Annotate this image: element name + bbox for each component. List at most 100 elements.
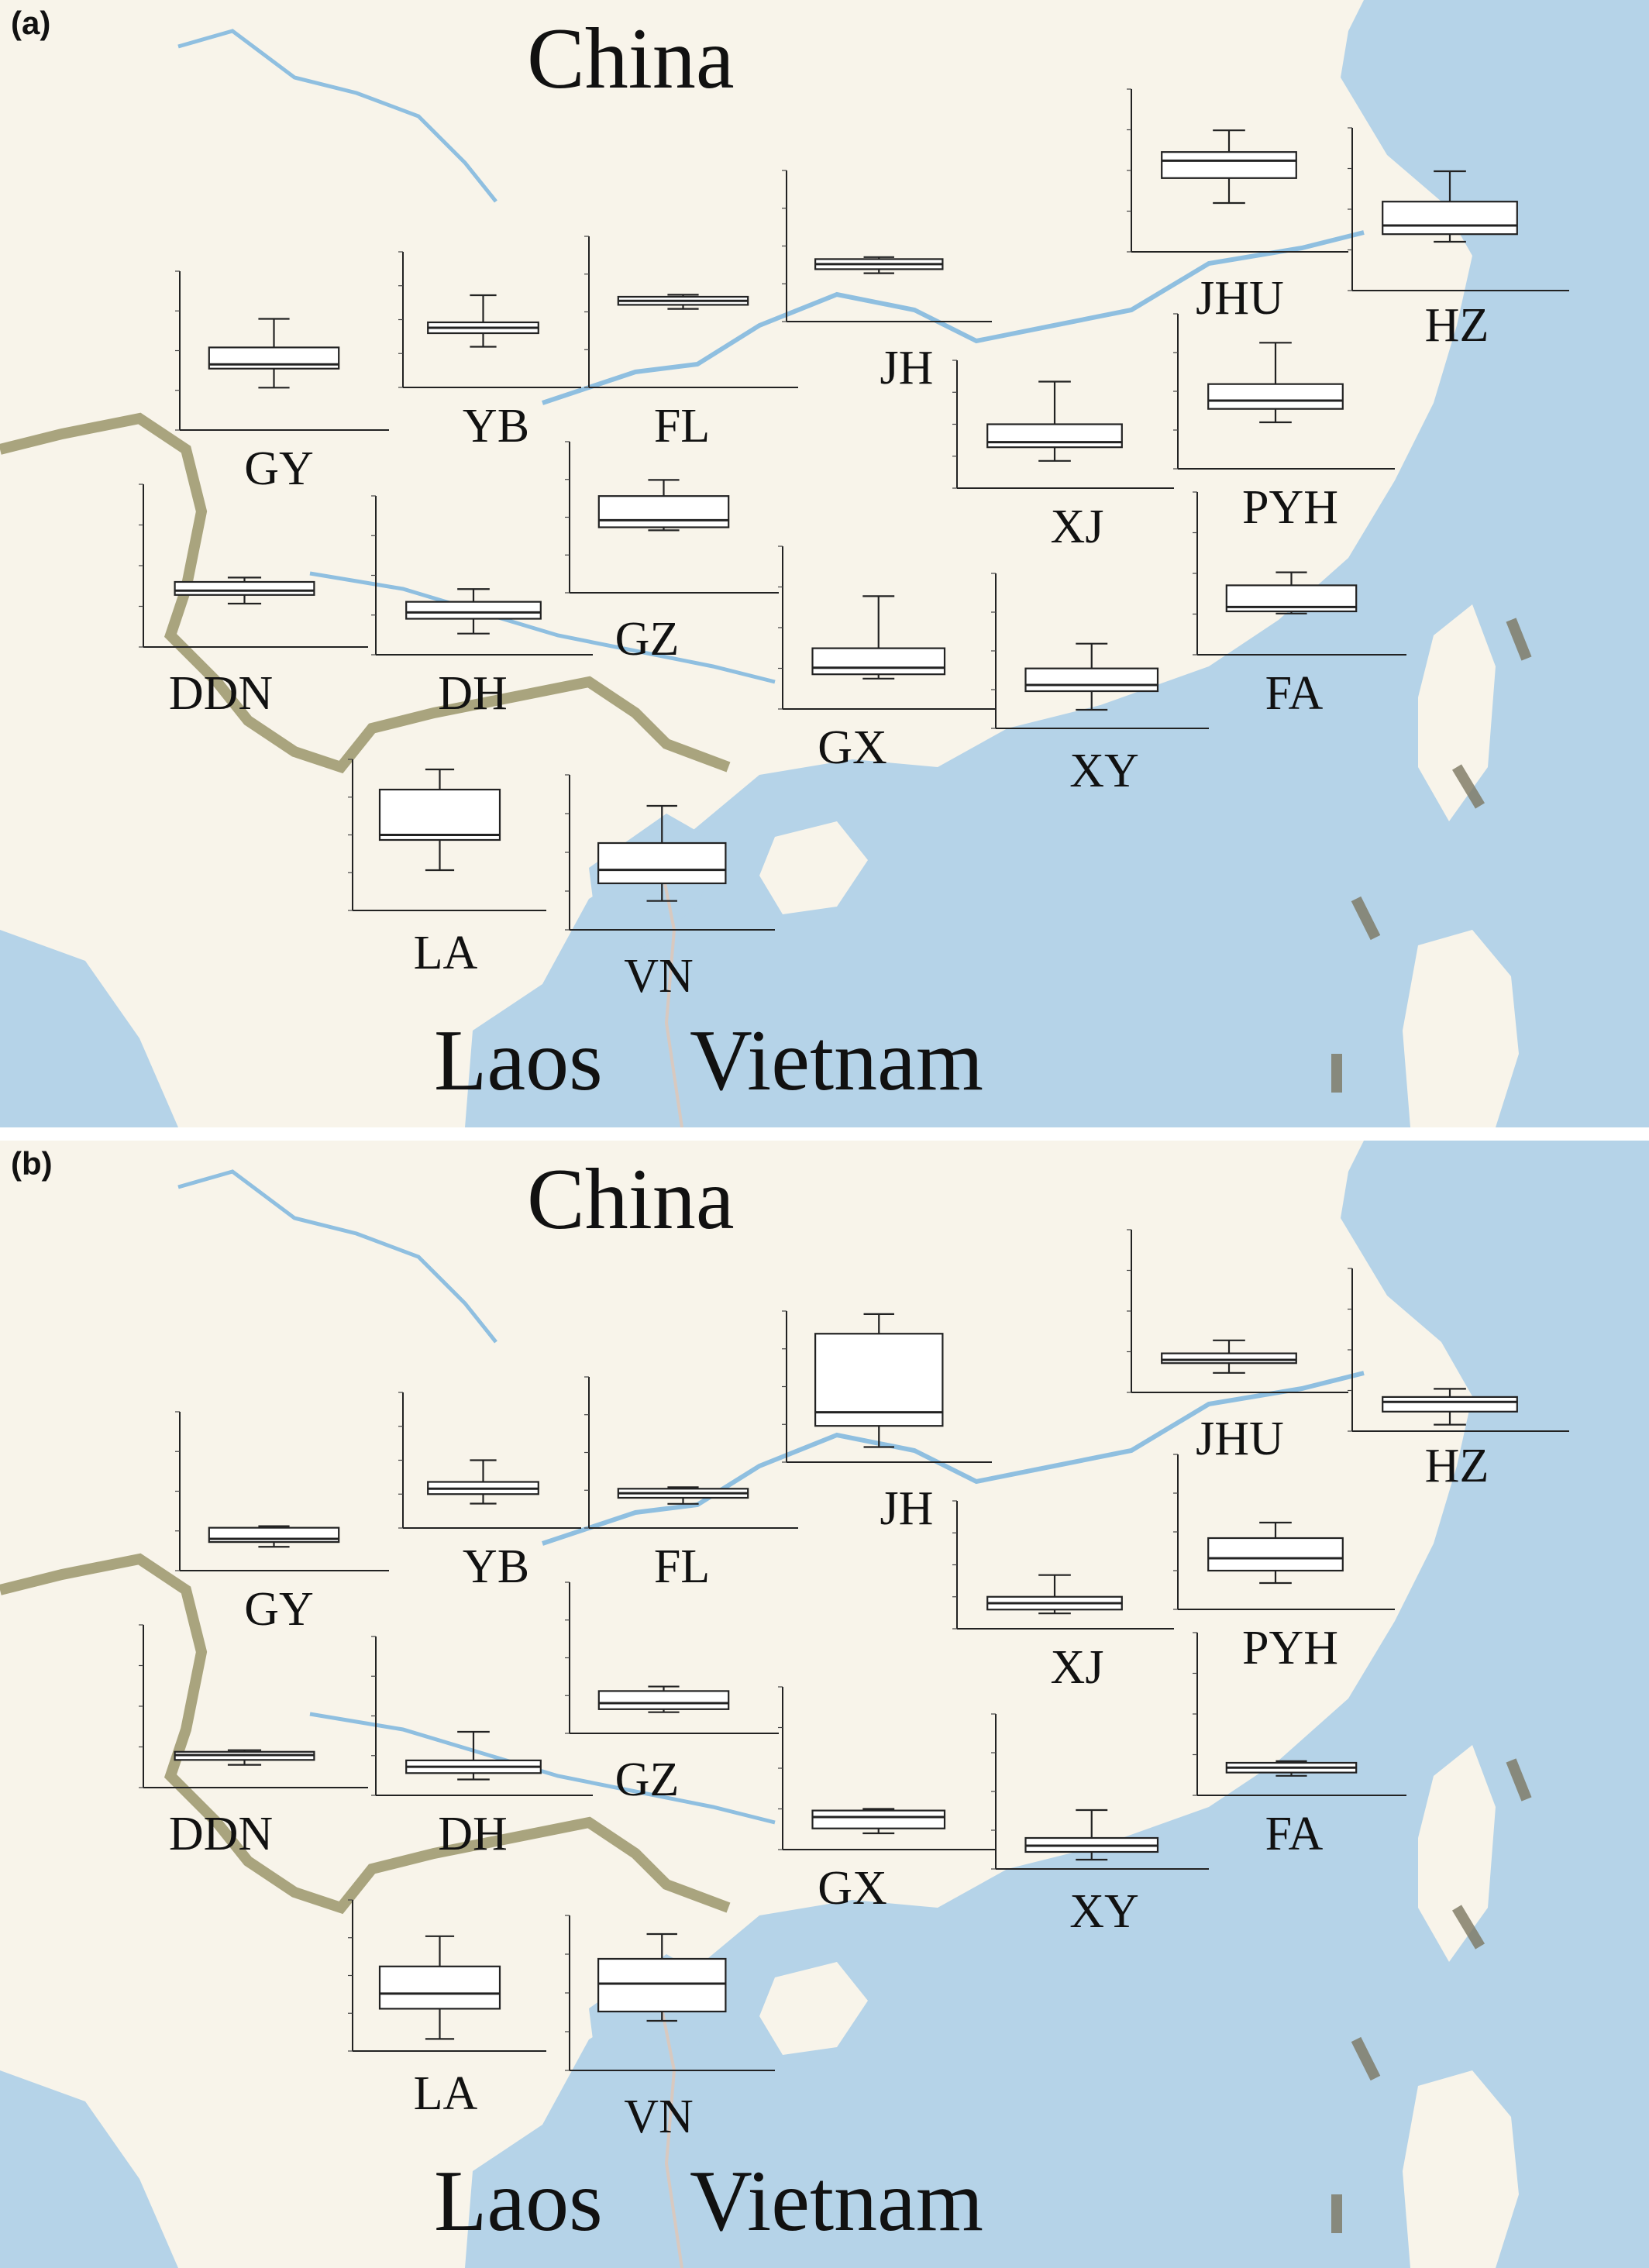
boxplot-gy bbox=[175, 270, 389, 431]
dashed-boundary bbox=[1331, 618, 1532, 1093]
site-label-dh: DH bbox=[438, 1808, 508, 1860]
boxplot-xj bbox=[952, 360, 1174, 489]
island-luzon bbox=[1403, 930, 1519, 1127]
site-label-la: LA bbox=[413, 2067, 478, 2120]
box-iqr bbox=[597, 1690, 730, 1710]
island-hainan bbox=[759, 821, 868, 914]
plot-area bbox=[348, 1899, 546, 2052]
plot-area bbox=[139, 484, 368, 648]
box-iqr bbox=[1382, 201, 1518, 236]
site-label-jhu: JHU bbox=[1196, 272, 1284, 325]
map-background bbox=[0, 0, 1649, 1127]
plot-area bbox=[1127, 1229, 1348, 1393]
plot-area bbox=[348, 759, 546, 911]
boxplot-gx bbox=[778, 545, 996, 710]
boxplot-jh bbox=[782, 1310, 992, 1463]
plot-area bbox=[1348, 1268, 1569, 1432]
plot-area bbox=[782, 1310, 992, 1463]
boxplot-gy bbox=[175, 1411, 389, 1571]
plot-area bbox=[584, 1376, 798, 1529]
province-line bbox=[657, 1992, 683, 2268]
box-iqr bbox=[597, 495, 730, 528]
plot-area bbox=[1127, 88, 1348, 253]
site-label-xy: XY bbox=[1069, 745, 1139, 797]
dashed-boundary bbox=[1331, 1758, 1532, 2233]
plot-area bbox=[952, 1500, 1174, 1630]
boxplot-xy bbox=[991, 1713, 1209, 1870]
site-label-pyh: PYH bbox=[1241, 481, 1339, 534]
plot-area bbox=[565, 1581, 779, 1734]
site-label-vn: VN bbox=[624, 2091, 694, 2143]
boxplot-pyh bbox=[1173, 1454, 1395, 1610]
panel-label: (a) bbox=[11, 5, 51, 41]
boxplot-hz bbox=[1348, 127, 1569, 291]
plot-area bbox=[1173, 1454, 1395, 1610]
plot-area bbox=[565, 1915, 775, 2071]
plot-area bbox=[1173, 313, 1395, 470]
box-iqr bbox=[405, 601, 542, 620]
boxplot-pyh bbox=[1173, 313, 1395, 470]
boxplot-vn bbox=[565, 1915, 775, 2071]
plot-area bbox=[565, 774, 775, 931]
box-iqr bbox=[1161, 1352, 1297, 1365]
boxplot-xj bbox=[952, 1500, 1174, 1630]
boxplot-ddn bbox=[139, 484, 368, 648]
plot-area bbox=[175, 270, 389, 431]
site-label-fa: FA bbox=[1265, 1808, 1324, 1860]
sea bbox=[465, 0, 1649, 1127]
site-label-gx: GX bbox=[818, 721, 887, 774]
boxplot-fl bbox=[584, 236, 798, 388]
boxplot-fl bbox=[584, 1376, 798, 1529]
plot-area bbox=[782, 170, 992, 322]
island-taiwan bbox=[1418, 1745, 1496, 1962]
country-label-laos: Laos bbox=[434, 1013, 603, 1109]
site-label-hz: HZ bbox=[1424, 299, 1489, 352]
box-iqr bbox=[597, 841, 727, 885]
site-label-vn: VN bbox=[624, 950, 694, 1003]
boxplot-fa bbox=[1193, 491, 1406, 656]
box-iqr bbox=[174, 580, 315, 596]
panel-label: (b) bbox=[11, 1145, 53, 1182]
box-iqr bbox=[986, 423, 1123, 449]
sea-west bbox=[0, 2070, 178, 2268]
plot-area bbox=[1193, 1632, 1406, 1796]
box-iqr bbox=[1207, 383, 1344, 410]
boxplot-dh bbox=[371, 495, 593, 656]
plot-area bbox=[778, 545, 996, 710]
map-background bbox=[0, 1141, 1649, 2268]
boxplot-ddn bbox=[139, 1624, 368, 1788]
site-label-dh: DH bbox=[438, 667, 508, 720]
plot-area bbox=[139, 1624, 368, 1788]
river-north bbox=[177, 29, 497, 203]
site-label-jhu: JHU bbox=[1196, 1413, 1284, 1465]
boxplot-gz bbox=[565, 1581, 779, 1734]
river-pearl bbox=[309, 571, 776, 684]
site-label-gz: GZ bbox=[615, 1753, 680, 1806]
site-label-gx: GX bbox=[818, 1862, 887, 1915]
boxplot-la bbox=[348, 759, 546, 911]
river-yangtze bbox=[542, 1371, 1365, 1546]
river-north bbox=[177, 1169, 497, 1344]
province-line bbox=[657, 852, 683, 1127]
sea bbox=[465, 1141, 1649, 2268]
site-label-xj: XJ bbox=[1050, 501, 1104, 553]
plot-area bbox=[398, 251, 581, 388]
site-label-gy: GY bbox=[244, 1583, 314, 1636]
boxplot-jhu bbox=[1127, 88, 1348, 253]
plot-area bbox=[371, 1636, 593, 1796]
country-label-china: China bbox=[527, 11, 735, 107]
boxplot-la bbox=[348, 1899, 546, 2052]
site-label-yb: YB bbox=[462, 1540, 530, 1593]
boxplot-xy bbox=[991, 573, 1209, 729]
sea-west bbox=[0, 930, 178, 1127]
country-label-china: China bbox=[527, 1151, 735, 1248]
site-label-jh: JH bbox=[880, 1482, 934, 1535]
box-iqr bbox=[811, 647, 946, 676]
box-iqr bbox=[1024, 667, 1159, 693]
plot-area bbox=[952, 360, 1174, 489]
box-iqr bbox=[1161, 151, 1297, 179]
plot-area bbox=[1348, 127, 1569, 291]
box-iqr bbox=[1382, 1396, 1518, 1413]
country-label-vietnam: Vietnam bbox=[690, 1013, 983, 1109]
